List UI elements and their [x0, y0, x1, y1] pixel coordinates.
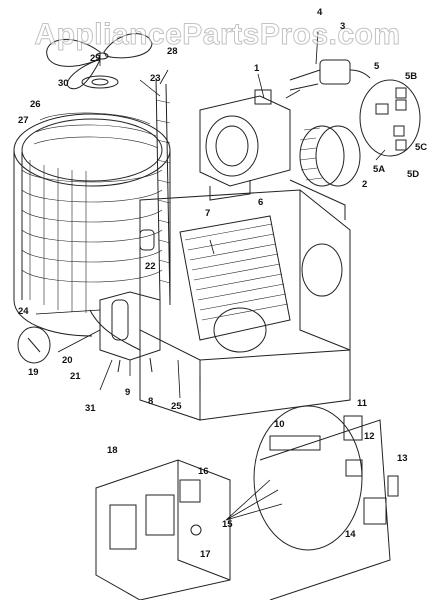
blower-assembly — [199, 89, 291, 201]
callout-5a: 5A — [373, 164, 386, 175]
condenser-coil — [13, 77, 171, 337]
callout-13: 13 — [397, 453, 408, 464]
callout-19: 19 — [28, 367, 39, 378]
callout-12: 12 — [364, 431, 375, 442]
motor — [285, 59, 371, 99]
compressor-area — [89, 229, 161, 373]
callout-29: 29 — [90, 53, 101, 64]
callout-3: 3 — [340, 21, 346, 32]
callout-27: 27 — [18, 115, 29, 126]
blower-wheel — [299, 125, 361, 187]
leader-lines — [35, 31, 386, 521]
control-panel-detail — [253, 405, 399, 601]
callout-15: 15 — [222, 519, 233, 530]
control-box — [95, 459, 231, 601]
callout-24: 24 — [18, 306, 29, 317]
callout-23: 23 — [150, 73, 161, 84]
callout-1: 1 — [254, 63, 260, 74]
callout-22: 22 — [145, 261, 156, 272]
callout-11: 11 — [357, 398, 368, 409]
callout-9: 9 — [125, 387, 131, 398]
callout-5c: 5C — [415, 142, 428, 153]
callout-2: 2 — [362, 179, 368, 190]
callout-16: 16 — [198, 466, 209, 477]
callout-17: 17 — [200, 549, 211, 560]
callout-25: 25 — [171, 401, 182, 412]
callout-26: 26 — [30, 99, 41, 110]
callout-6: 6 — [258, 197, 264, 208]
terminal-detail — [359, 79, 421, 157]
callout-14: 14 — [345, 529, 356, 540]
fan-blade — [46, 33, 153, 90]
callout-4: 4 — [317, 7, 323, 18]
callout-21: 21 — [70, 371, 81, 382]
callout-20: 20 — [62, 355, 73, 366]
sensor-detail — [17, 326, 51, 364]
cabinet — [139, 179, 351, 421]
callout-5d: 5D — [407, 169, 420, 180]
callout-5b: 5B — [405, 71, 418, 82]
callout-31: 31 — [85, 403, 96, 414]
fan-hub — [81, 75, 119, 89]
callout-10: 10 — [274, 419, 285, 430]
callout-5: 5 — [374, 61, 380, 72]
callout-8: 8 — [148, 396, 154, 407]
callout-30: 30 — [58, 78, 69, 89]
callout-28: 28 — [167, 46, 178, 57]
callout-18: 18 — [107, 445, 118, 456]
callout-7: 7 — [205, 208, 211, 219]
